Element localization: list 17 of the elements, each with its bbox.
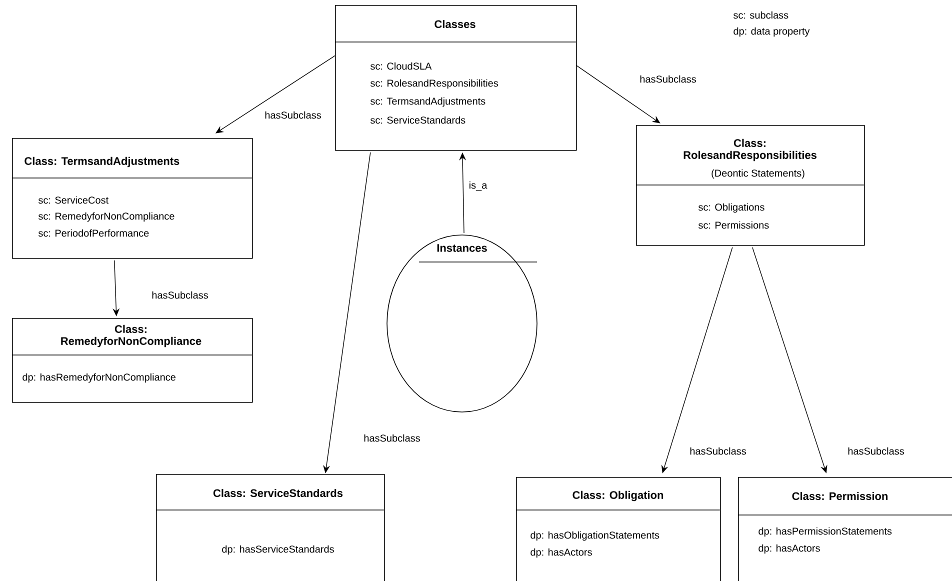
class-box: Class: RemedyforNonCompliance dp: hasRemedyforNonCompliance — [12, 318, 253, 403]
edge-label: hasSubclass — [362, 433, 422, 443]
class-box: Class: ServiceStandards dp: hasServiceStandards — [156, 474, 385, 581]
class-box: Class: TermsandAdjustments sc: ServiceCost sc: RemedyforNonCompliance sc: PeriodofPerformance — [12, 138, 253, 259]
edge-label: hasSubclass — [150, 290, 210, 300]
edge-label: hasSubclass — [688, 446, 748, 456]
edge-label: hasSubclass — [846, 446, 906, 456]
arrow — [576, 65, 660, 124]
class-box: Class: Obligation dp: hasObligationStatements dp: hasActors — [516, 477, 721, 581]
edge-label: hasSubclass — [638, 74, 698, 84]
legend-note: dp: data property — [734, 27, 810, 37]
class-box: Class: Permission dp: hasPermissionStatements dp: hasActors — [738, 477, 952, 581]
edge-label: hasSubclass — [264, 110, 322, 120]
class-box: Class: RolesandResponsibilities (Deontic Statements) sc: Obligations sc: Permissions — [636, 125, 865, 246]
legend-note: sc: subclass — [734, 11, 788, 19]
class-box: Classes sc: CloudSLA sc: RolesandResponsibilities sc: TermsandAdjustments sc: ServiceStandards — [334, 5, 577, 151]
edge-label: is_a — [468, 180, 488, 192]
